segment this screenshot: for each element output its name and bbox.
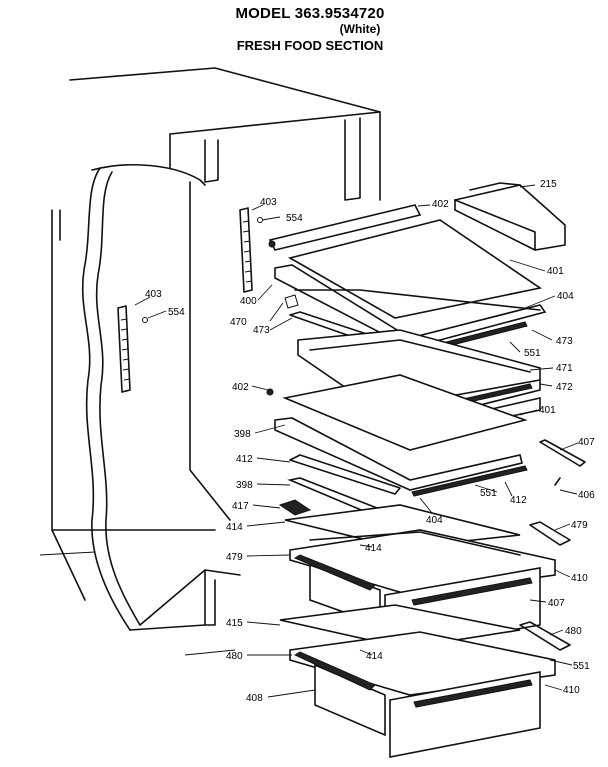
part-label-398: 398 — [234, 429, 251, 440]
shelf-rail-left — [117, 305, 131, 393]
part-label-403: 403 — [145, 289, 162, 300]
part-label-402: 402 — [432, 199, 449, 210]
crisper-cover — [278, 477, 521, 549]
part-label-407: 407 — [548, 598, 565, 609]
part-label-415: 415 — [226, 618, 243, 629]
refrigerator-cabinet — [39, 67, 381, 656]
part-label-400: 400 — [240, 296, 257, 307]
section-title: FRESH FOOD SECTION — [236, 38, 384, 53]
part-labels: 215 402 403 554 401 400 404 403 554 470 … — [145, 179, 595, 704]
upper-glass-shelf — [268, 204, 543, 319]
part-label-479: 479 — [226, 552, 243, 563]
part-label-410: 410 — [563, 685, 580, 696]
color-subtitle: (White) — [339, 22, 381, 36]
part-label-407: 407 — [578, 437, 595, 448]
crisper-cover-lower — [279, 604, 521, 649]
part-label-402: 402 — [232, 382, 249, 393]
part-label-215: 215 — [540, 179, 557, 190]
dairy-bin — [454, 182, 566, 251]
part-label-404: 404 — [557, 291, 574, 302]
part-label-414: 414 — [366, 651, 383, 662]
callout-leaders — [134, 184, 579, 698]
part-label-480: 480 — [565, 626, 582, 637]
part-label-398: 398 — [236, 480, 253, 491]
part-label-470: 470 — [230, 317, 247, 328]
model-title: MODEL 363.9534720 — [235, 5, 385, 22]
crisper-drawer-lower — [289, 621, 571, 758]
part-label-551: 551 — [524, 348, 541, 359]
bracket — [539, 439, 586, 486]
part-label-551: 551 — [480, 488, 497, 499]
shelf-frame-lower — [274, 417, 528, 497]
part-label-472: 472 — [556, 382, 573, 393]
part-label-471: 471 — [556, 363, 573, 374]
part-label-551: 551 — [573, 661, 590, 672]
part-label-410: 410 — [571, 573, 588, 584]
part-label-408: 408 — [246, 693, 263, 704]
part-label-554: 554 — [286, 213, 303, 224]
part-label-473: 473 — [253, 325, 270, 336]
part-label-403: 403 — [260, 197, 277, 208]
part-label-412: 412 — [510, 495, 527, 506]
part-label-417: 417 — [232, 501, 249, 512]
part-label-414: 414 — [226, 522, 243, 533]
part-label-401: 401 — [539, 405, 556, 416]
part-label-404: 404 — [426, 515, 443, 526]
shelf-rail-right — [239, 207, 253, 293]
part-label-480: 480 — [226, 651, 243, 662]
part-label-414: 414 — [365, 543, 382, 554]
part-label-406: 406 — [578, 490, 595, 501]
part-label-479: 479 — [571, 520, 588, 531]
part-label-401: 401 — [547, 266, 564, 277]
glass-shelf-mid — [266, 374, 528, 451]
part-label-412: 412 — [236, 454, 253, 465]
part-label-473: 473 — [556, 336, 573, 347]
part-label-554: 554 — [168, 307, 185, 318]
